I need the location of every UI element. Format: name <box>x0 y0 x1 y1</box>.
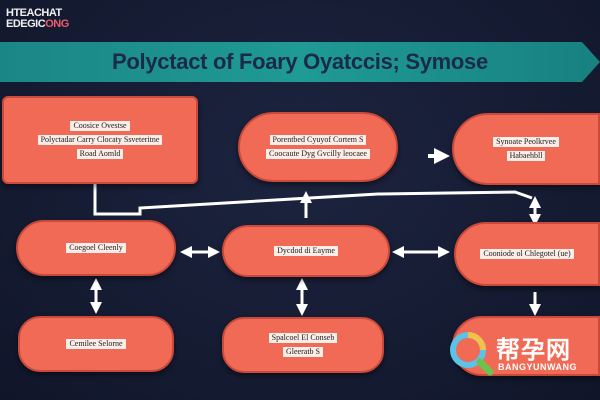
logo-line-2-b: ONG <box>45 18 69 30</box>
node-top-right-label-1: Synoate Peolkrvee <box>493 137 559 147</box>
connector-trunk <box>93 183 533 216</box>
node-middle-right-label: Cooniode ol Chlegotel (ue) <box>480 249 574 259</box>
node-middle-left: Coegoel Cleenly <box>16 220 176 276</box>
node-top-center-label-1: Porentbed Cyuyof Cortem S <box>269 135 367 145</box>
logo-line-2: EDEGICONG <box>6 19 69 30</box>
node-bottom-left: Cemilee Selorne <box>18 316 174 372</box>
node-top-center-label-2: Coocaute Dyg Gvcilly leocaee <box>266 149 370 159</box>
node-top-left: Coosice Ovestse Polyctadar Carry Clocaty… <box>2 96 198 184</box>
logo-line-1: HTEACHAT <box>6 7 62 19</box>
node-bottom-center: Spalcoel El Conseb Gleeratb S <box>222 317 384 373</box>
page-title: Polyctact of Foary Oyatccis; Symose <box>112 49 488 74</box>
watermark-en-text: BANGYUNWANG <box>498 362 577 372</box>
node-bottom-left-label: Cemilee Selorne <box>66 339 126 349</box>
node-middle-center-label: Dycdod di Eayme <box>274 246 338 256</box>
node-top-left-label-3: Road Aomld <box>76 149 124 159</box>
logo: HTEACHAT EDEGICONG <box>6 8 69 30</box>
node-top-center: Porentbed Cyuyof Cortem S Coocaute Dyg G… <box>238 112 398 182</box>
node-bottom-center-label-2: Gleeratb S <box>283 347 323 357</box>
node-top-left-label-1: Coosice Ovestse <box>70 121 130 131</box>
node-top-left-label-2: Polyctadar Carry Clocaty Ssveteritne <box>37 135 163 145</box>
node-middle-left-label: Coegoel Cleenly <box>66 243 126 253</box>
watermark-logo-icon <box>450 332 494 376</box>
watermark-cn-text: 帮孕网 <box>496 336 571 364</box>
node-top-right: Synoate Peolkrvee Habaehbll <box>452 113 600 185</box>
node-middle-right: Cooniode ol Chlegotel (ue) <box>454 222 600 286</box>
node-bottom-center-label-1: Spalcoel El Conseb <box>268 333 338 343</box>
node-top-right-label-2: Habaehbll <box>506 151 546 161</box>
logo-line-2-a: EDEGIC <box>6 18 46 30</box>
watermark: 帮孕网 BANGYUNWANG <box>448 328 598 380</box>
title-banner: Polyctact of Foary Oyatccis; Symose <box>0 42 600 82</box>
node-middle-center: Dycdod di Eayme <box>222 225 390 277</box>
